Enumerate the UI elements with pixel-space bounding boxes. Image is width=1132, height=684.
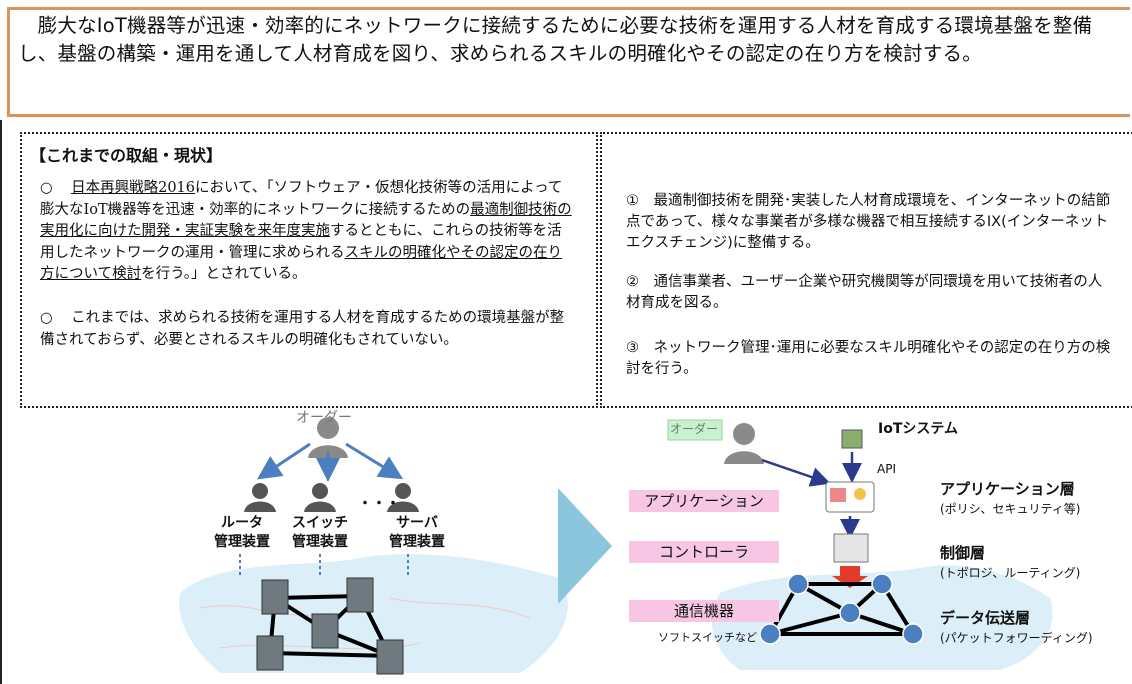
device-icon (376, 639, 404, 675)
router-manager-icon (244, 483, 276, 512)
ellipsis: ・・・ (358, 496, 400, 512)
device-icon (256, 635, 284, 671)
switch-manager-label: スイッチ管理装置 (288, 514, 352, 552)
label-line: ルータ (221, 515, 263, 531)
order-tag (667, 419, 723, 441)
device-icon (346, 577, 374, 613)
order-tag-label: オーダー (670, 422, 719, 436)
switch-manager-icon (304, 483, 336, 512)
soft-switch-icon (902, 623, 924, 645)
router-manager-label: ルータ管理装置 (210, 514, 274, 552)
operator-icon (724, 423, 764, 464)
controller-icon (833, 533, 869, 563)
device-icon (311, 613, 339, 649)
plan-box (600, 132, 1132, 408)
control-layer-title: 制御層 (940, 544, 986, 562)
label-line: スイッチ (292, 515, 348, 531)
status-paragraph-2: ○ これまでは、求められる技術を運用する人材を育成するための環境基盤が整備されて… (40, 308, 575, 351)
iot-system-label: IoTシステム (878, 421, 958, 437)
label-line: サーバ (396, 515, 438, 531)
iot-system-icon (841, 429, 863, 449)
layer-tag-application: アプリケーション (629, 490, 779, 512)
sdn-network-diagram (667, 419, 1053, 670)
layer-tag-network-device: 通信機器 (629, 600, 779, 622)
status-text: するとともに、これらの技術等を活用したネットワークの運用・管理に求められる (40, 223, 562, 261)
api-label: API (877, 462, 896, 476)
operator-icon (308, 417, 348, 458)
data-layer-title: データ伝送層 (940, 609, 1031, 627)
current-status-box (20, 132, 598, 408)
summary-banner (7, 7, 1130, 117)
label-line: 管理装置 (292, 534, 348, 550)
status-text: を行う。」とされている。 (141, 266, 307, 282)
transition-chevron (558, 488, 612, 604)
bullet: ○ (40, 310, 53, 326)
bullet: ○ (40, 180, 53, 196)
server-manager-icon (387, 483, 419, 512)
status-text: これまでは、求められる技術を運用する人材を育成するための環境基盤が整備されておら… (40, 310, 565, 348)
order-label: オーダー (296, 410, 352, 426)
soft-switch-icon (787, 573, 809, 595)
plan-item-2: ② 通信事業者、ユーザー企業や研究機関等が同環境を用いて技術者の人材育成を図る。 (626, 274, 1103, 311)
plan-item-1: ① 最適制御技術を開発･実装した人材育成環境を、インターネットの結節点であって、… (626, 193, 1111, 251)
current-status-title: 【これまでの取組・現状】 (30, 146, 223, 165)
soft-switch-icon (839, 602, 861, 624)
application-layer-desc: (ポリシ、セキュリティ等) (940, 502, 1081, 516)
status-text: において、「ソフトウェア・仮想化技術等の活用によって膨大なIoT機器等を迅速・効… (40, 180, 563, 218)
soft-switch-icon (871, 573, 893, 595)
label-line: 管理装置 (214, 534, 270, 550)
application-layer-title: アプリケーション層 (940, 480, 1075, 498)
server-manager-label: サーバ管理装置 (385, 514, 449, 552)
status-paragraph-1: ○ 日本再興戦略2016において、「ソフトウェア・仮想化技術等の活用によって膨大… (40, 178, 575, 286)
status-underlined: 最適制御技術の実用化に向けた開発・実証実験を来年度実施 (40, 201, 572, 240)
strategy-name: 日本再興戦略2016 (71, 180, 195, 196)
soft-switch-icon (759, 623, 781, 645)
plan-item-3: ③ ネットワーク管理･運用に必要なスキル明確化やその認定の在り方の検討を行う。 (626, 340, 1111, 377)
control-layer-desc: (トポロジ、ルーティング) (940, 566, 1081, 580)
data-layer-desc: (パケットフォワーディング) (940, 631, 1093, 645)
layer-tag-controller: コントローラ (629, 541, 779, 563)
summary-text: 膨大なIoT機器等が迅速・効率的にネットワークに接続するために必要な技術を運用す… (18, 14, 1093, 65)
device-icon (261, 579, 289, 615)
page-left-border (0, 120, 2, 684)
legacy-network-diagram (179, 417, 568, 675)
status-underlined: スキルの明確化やその認定の在り方について検討 (40, 244, 562, 283)
soft-switch-label: ソフトスイッチなど (658, 631, 757, 644)
label-line: 管理装置 (389, 534, 445, 550)
red-down-arrow (832, 566, 868, 588)
